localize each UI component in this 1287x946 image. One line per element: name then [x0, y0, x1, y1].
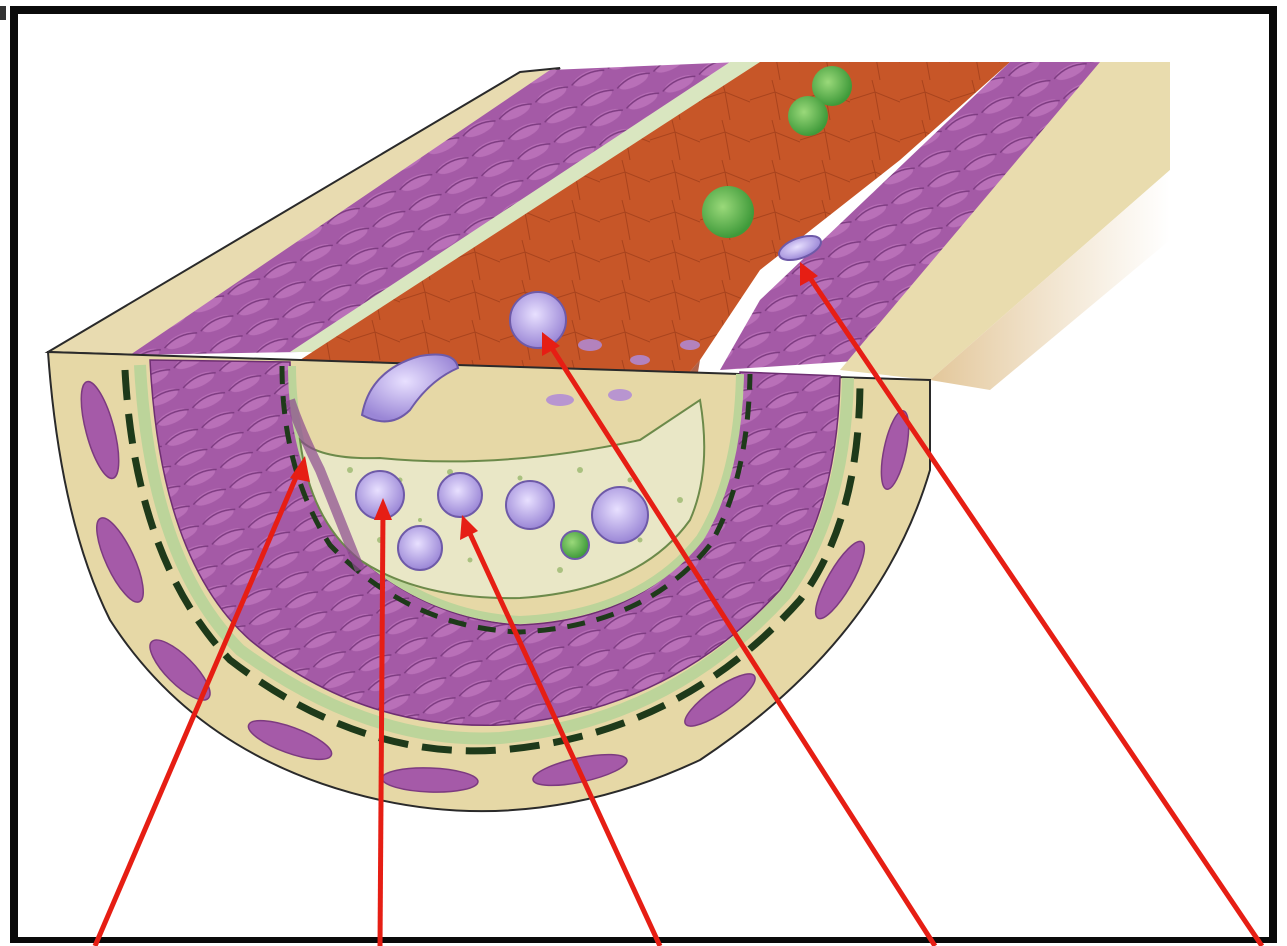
- platelet-3: [702, 186, 754, 238]
- foam-cell-2: [438, 473, 482, 517]
- macrophage-lumen: [510, 292, 566, 348]
- pointer-5: [806, 272, 1262, 946]
- foam-cell-4: [398, 526, 442, 570]
- pointer-2: [380, 510, 383, 946]
- foam-cell-5: [592, 487, 648, 543]
- platelet-2: [788, 96, 828, 136]
- foam-cell-3: [506, 481, 554, 529]
